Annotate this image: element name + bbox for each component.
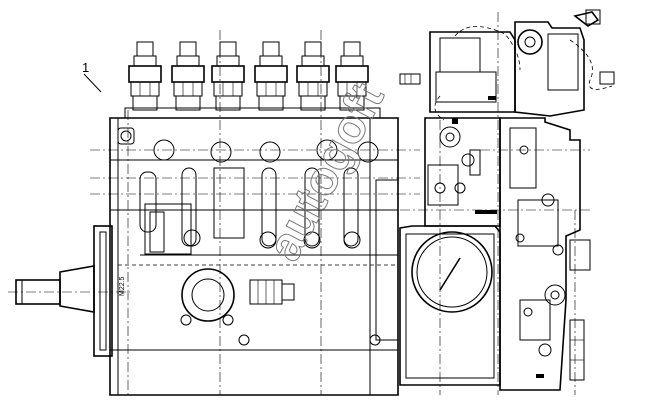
inspection-cover bbox=[213, 167, 245, 239]
fuel-inlet-fitting bbox=[249, 279, 283, 305]
delivery-valve-4 bbox=[254, 41, 288, 111]
delivery-valve-3 bbox=[211, 41, 245, 111]
feed-pump-block bbox=[144, 203, 192, 255]
adjusting-screw bbox=[569, 239, 591, 271]
part-callout: 1 bbox=[82, 60, 102, 93]
shutoff-solenoid bbox=[514, 21, 585, 117]
delivery-valve-6 bbox=[335, 41, 369, 111]
drive-end: M22.5 bbox=[8, 225, 130, 357]
delivery-valve-5 bbox=[296, 41, 330, 111]
governor-cover-plate bbox=[411, 231, 493, 313]
delivery-valve-2 bbox=[171, 41, 205, 111]
control-rod-end bbox=[569, 319, 585, 381]
delivery-valve-holders bbox=[124, 41, 381, 119]
air-inlet-fitting bbox=[399, 73, 421, 85]
governor-cover-slot bbox=[439, 257, 461, 291]
drive-coupling bbox=[59, 265, 95, 313]
watermark-text: autogoft bbox=[258, 75, 395, 269]
callout-number: 1 bbox=[82, 60, 89, 75]
pump-housing bbox=[90, 30, 420, 396]
governor-housing bbox=[399, 9, 615, 395]
callout-leader-line bbox=[83, 73, 102, 93]
shaft-dimension-label: M22.5 bbox=[119, 276, 126, 296]
compensator-cap bbox=[439, 37, 481, 73]
delivery-valve-1 bbox=[128, 41, 162, 111]
feed-pump-body bbox=[181, 268, 235, 322]
governor-linkage-housing bbox=[499, 117, 581, 391]
stop-lever bbox=[427, 164, 459, 206]
housing-bolt-boss bbox=[117, 127, 135, 145]
